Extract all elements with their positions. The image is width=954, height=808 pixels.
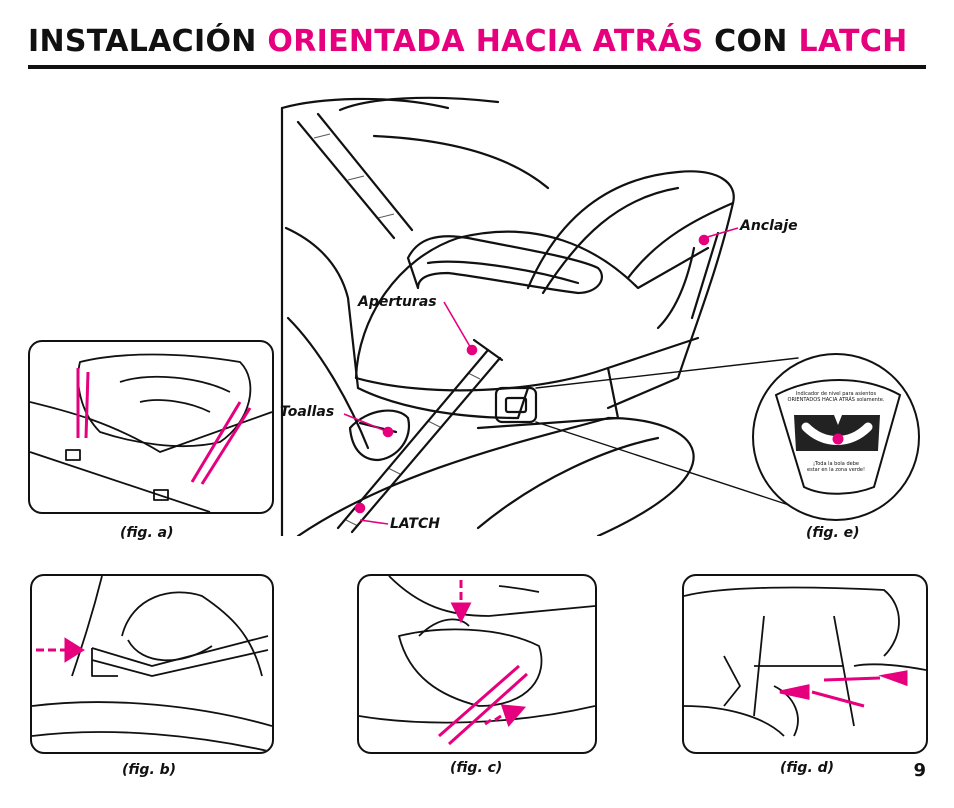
fig-b-caption: (fig. b) [122, 762, 177, 778]
level-indicator-line-3: ¡Toda la bola debe [813, 461, 859, 467]
fig-c-drawing [359, 576, 595, 746]
callout-toallas: Toallas [280, 404, 335, 420]
level-indicator-line-4: estar en la zona verde! [807, 467, 865, 473]
level-indicator-drawing [774, 379, 902, 495]
title-part-latch: LATCH [798, 24, 908, 59]
fig-d-drawing [684, 586, 926, 737]
fig-b-drawing [32, 576, 272, 752]
callout-anclaje: Anclaje [740, 218, 798, 234]
level-indicator-line-1: Indicador de nivel para asientos [795, 391, 877, 397]
fig-a-drawing [30, 353, 272, 512]
level-indicator-bottom-text: ¡Toda la bola debe estar en la zona verd… [794, 461, 878, 473]
fig-d-caption: (fig. d) [780, 760, 835, 776]
main-illustration: Anclaje Aperturas Toallas LATCH [278, 88, 928, 538]
title-part-rear-facing: ORIENTADA HACIA ATRÁS [267, 24, 704, 59]
page-title: INSTALACIÓN ORIENTADA HACIA ATRÁS CON LA… [28, 24, 908, 59]
page-number: 9 [913, 760, 926, 781]
main-illustration-drawing [280, 96, 799, 538]
fig-e-caption: (fig. e) [806, 525, 860, 541]
fig-c-panel [357, 574, 597, 754]
title-part-installation: INSTALACIÓN [28, 24, 268, 59]
title-rule [28, 65, 926, 69]
fig-c-caption: (fig. c) [450, 760, 503, 776]
level-indicator-top-text: Indicador de nivel para asientos ORIENTA… [780, 391, 892, 403]
title-part-with: CON [703, 24, 799, 59]
fig-b-panel [30, 574, 274, 754]
fig-d-panel [682, 574, 928, 754]
callout-aperturas: Aperturas [358, 294, 437, 310]
fig-a-panel [28, 340, 274, 514]
fig-a-caption: (fig. a) [120, 525, 174, 541]
fig-e-level-indicator: Indicador de nivel para asientos ORIENTA… [752, 353, 920, 521]
level-indicator-line-2: ORIENTADOS HACIA ATRÁS solamente. [787, 397, 885, 403]
callout-latch: LATCH [390, 516, 440, 532]
